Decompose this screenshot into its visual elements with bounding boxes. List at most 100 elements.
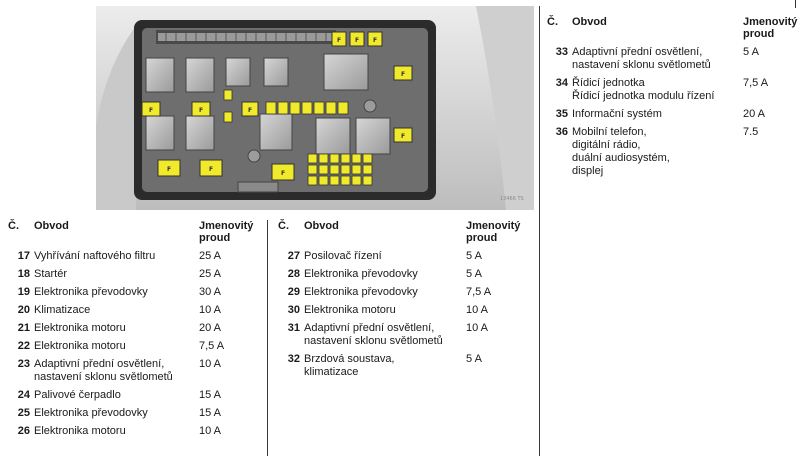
- circuit-name-line: Řídicí jednotka modulu řízení: [572, 90, 715, 102]
- fuse-rating: 15 A: [199, 407, 222, 419]
- fuse-number: 32: [287, 353, 300, 365]
- fuse-number: 18: [17, 268, 30, 280]
- fuse-label: F: [199, 107, 203, 114]
- circuit-name: Adaptivní přední osvětlení,nastavení skl…: [304, 322, 443, 348]
- circuit-name-line: klimatizace: [304, 366, 359, 378]
- circuit-name-line: Elektronika motoru: [34, 322, 126, 334]
- header-number: Č.: [278, 220, 289, 232]
- fuse-rating: 5 A: [466, 353, 482, 365]
- circuit-name: Adaptivní přední osvětlení,nastavení skl…: [572, 46, 711, 72]
- table-row: 17 Vyhřívání naftového filtru 25 A: [8, 250, 262, 268]
- circuit-name-line: Elektronika převodovky: [304, 286, 418, 298]
- fuse-label: F: [281, 170, 285, 177]
- circuit-name-line: Startér: [34, 268, 68, 280]
- circuit-name: Elektronika motoru: [34, 322, 126, 335]
- circuit-name: Elektronika převodovky: [304, 268, 418, 281]
- header-circuit: Obvod: [304, 220, 339, 232]
- header-circuit: Obvod: [34, 220, 69, 232]
- fuse-number: 27: [287, 250, 300, 262]
- fuse-rating: 10 A: [466, 304, 489, 316]
- fuse-rating: 30 A: [199, 286, 222, 298]
- circuit-name: Palivové čerpadlo: [34, 389, 121, 402]
- circuit-name-line: Mobilní telefon,: [572, 126, 647, 138]
- circuit-name: Brzdová soustava,klimatizace: [304, 353, 395, 379]
- circuit-name-line: digitální rádio,: [572, 139, 641, 151]
- relays: [145, 53, 391, 155]
- table-row: 31 Adaptivní přední osvětlení,nastavení s…: [278, 322, 532, 353]
- fuse-label: F: [401, 133, 405, 140]
- fuse-label: F: [401, 71, 405, 78]
- circuit-name-line: Informační systém: [572, 108, 662, 120]
- figure-code: 13466 TS: [500, 196, 524, 202]
- fuse-number: 30: [287, 304, 300, 316]
- header-number: Č.: [8, 220, 19, 232]
- fuse-rating: 10 A: [466, 322, 489, 334]
- fuse-number: 26: [17, 425, 30, 437]
- circuit-name: Elektronika převodovky: [34, 286, 148, 299]
- table-row: 36 Mobilní telefon,digitální rádio,duální…: [547, 126, 797, 183]
- circuit-name: Elektronika motoru: [34, 340, 126, 353]
- table-row: 27 Posilovač řízení 5 A: [278, 250, 532, 268]
- fuse-label: F: [149, 107, 153, 114]
- fuse-number: 31: [287, 322, 300, 334]
- circuit-name-line: Elektronika motoru: [34, 425, 126, 437]
- circuit-name: Vyhřívání naftového filtru: [34, 250, 155, 263]
- fuse-label: F: [337, 37, 341, 44]
- table-row: 24 Palivové čerpadlo 15 A: [8, 389, 262, 407]
- fuse-number: 34: [555, 77, 568, 89]
- fuse-rating: 5 A: [466, 268, 482, 280]
- circuit-name-line: Palivové čerpadlo: [34, 389, 121, 401]
- circuit-name-line: nastavení sklonu světlometů: [34, 371, 173, 383]
- circuit-name: Elektronika motoru: [34, 425, 126, 438]
- fuse-number: 36: [555, 126, 568, 138]
- fuse-number: 28: [287, 268, 300, 280]
- fuse-number: 21: [17, 322, 30, 334]
- circuit-name-line: Elektronika převodovky: [34, 407, 148, 419]
- circuit-name: Posilovač řízení: [304, 250, 382, 263]
- fuse-number: 17: [17, 250, 30, 262]
- table-row: 28 Elektronika převodovky 5 A: [278, 268, 532, 286]
- fuse-rating: 25 A: [199, 250, 222, 262]
- circuit-name-line: Elektronika motoru: [34, 340, 126, 352]
- fuse-rating: 7,5 A: [743, 77, 769, 89]
- circuit-name: Startér: [34, 268, 67, 281]
- fuse-number: 25: [17, 407, 30, 419]
- fuse-number: 24: [17, 389, 30, 401]
- mini-fuses: [223, 89, 373, 186]
- fuse-label: F: [248, 107, 252, 114]
- fuse-rating: 15 A: [199, 389, 222, 401]
- fuse-rating: 7.5: [743, 126, 759, 138]
- circuit-name-line: duální audiosystém,: [572, 152, 670, 164]
- circuit-name-line: Posilovač řízení: [304, 250, 382, 262]
- table-row: 33 Adaptivní přední osvětlení,nastavení s…: [547, 46, 797, 77]
- circuit-name: Elektronika převodovky: [34, 407, 148, 420]
- fuse-number: 20: [17, 304, 30, 316]
- fuse-number: 33: [555, 46, 568, 58]
- circuit-name-line: displej: [572, 165, 604, 177]
- header-number: Č.: [547, 16, 558, 28]
- fuse-label: F: [209, 166, 213, 173]
- circuit-name: Informační systém: [572, 108, 662, 121]
- fuse-rating: 20 A: [743, 108, 766, 120]
- column-divider: [267, 220, 268, 456]
- circuit-name: Elektronika převodovky: [304, 286, 418, 299]
- circuit-name-line: Klimatizace: [34, 304, 91, 316]
- circuit-name: Mobilní telefon,digitální rádio,duální a…: [572, 126, 670, 178]
- fuse-rating: 5 A: [466, 250, 482, 262]
- fuse-number: 29: [287, 286, 300, 298]
- fuse-number: 22: [17, 340, 30, 352]
